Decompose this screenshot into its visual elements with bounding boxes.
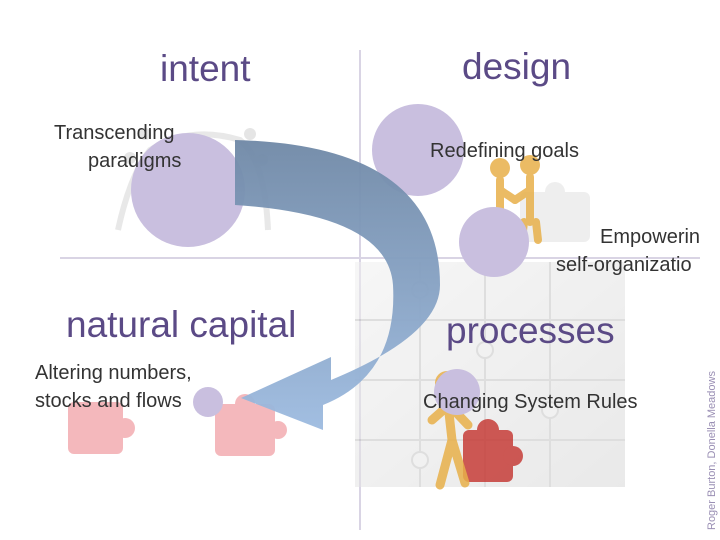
natural-capital-title: natural capital xyxy=(66,304,297,345)
transcending-label-line1: Transcending xyxy=(54,122,175,144)
altering-numbers-label-line1: Altering numbers, xyxy=(35,362,192,384)
red-puzzle-piece xyxy=(463,419,523,482)
pink-puzzle-pieces xyxy=(68,394,287,456)
design-title: design xyxy=(462,46,572,87)
empowering-label-line1: Empowerin xyxy=(600,226,701,248)
changing-rules-label: Changing System Rules xyxy=(423,391,638,413)
leverage-circle-empowering xyxy=(459,207,529,277)
redefining-goals-label: Redefining goals xyxy=(430,140,579,162)
leverage-circle-rules xyxy=(434,369,480,415)
credit-text: Roger Burton, Donella Meadows xyxy=(706,371,718,530)
altering-numbers-label-line2: stocks and flows xyxy=(35,390,182,412)
leverage-circle-redefining xyxy=(372,104,464,196)
leverage-circle-transcending xyxy=(131,133,245,247)
intent-title: intent xyxy=(160,48,251,89)
leverage-circle-numbers xyxy=(193,387,223,417)
processes-title: processes xyxy=(446,310,615,351)
empowering-label-line2: self-organizatio xyxy=(556,254,692,276)
transcending-label-line2: paradigms xyxy=(88,150,182,172)
curved-arrow xyxy=(235,140,440,430)
